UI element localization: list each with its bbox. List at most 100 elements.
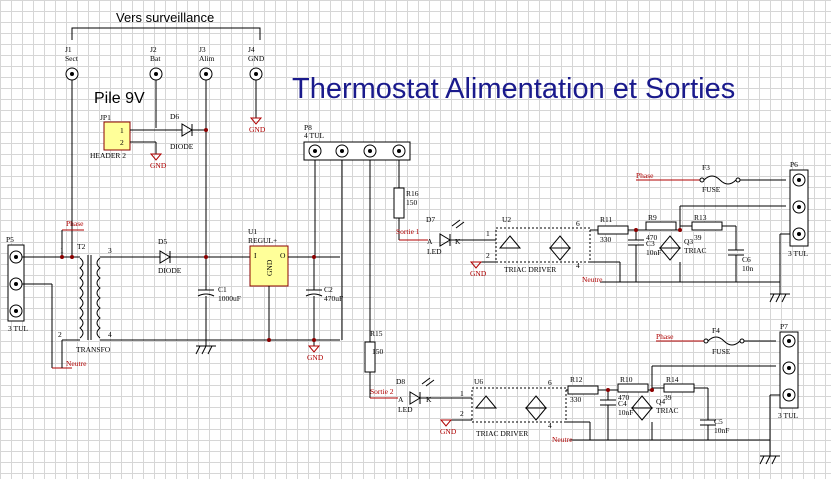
jack-j2[interactable]: J2 Bat — [149, 45, 163, 128]
resistor-r10[interactable]: R10 470 — [617, 375, 649, 402]
jack-j4[interactable]: J4 GND — [248, 45, 265, 118]
ground-p6 — [769, 293, 790, 303]
svg-text:I: I — [254, 251, 257, 260]
svg-text:2: 2 — [58, 330, 62, 339]
svg-text:D7: D7 — [426, 215, 435, 224]
svg-text:10nF: 10nF — [646, 248, 661, 257]
svg-text:TRIAC: TRIAC — [684, 246, 707, 255]
surveillance-bracket — [71, 27, 261, 40]
svg-text:4: 4 — [576, 261, 580, 270]
regulator-u1[interactable]: U1 REGUL+ I O GND — [248, 227, 340, 340]
svg-text:O: O — [280, 251, 286, 260]
svg-text:REGUL+: REGUL+ — [248, 236, 277, 245]
resistor-r16[interactable]: R16 150 — [393, 187, 428, 241]
svg-text:2: 2 — [486, 251, 490, 260]
svg-text:R12: R12 — [570, 375, 583, 384]
svg-text:330: 330 — [570, 395, 582, 404]
svg-text:P6: P6 — [790, 160, 798, 169]
jack-j1[interactable]: J1 Sect — [65, 45, 79, 255]
capacitor-c1[interactable]: C1 1000uF — [197, 257, 241, 346]
capacitor-c5[interactable]: C5 10nF — [700, 417, 729, 440]
svg-text:J2: J2 — [150, 45, 157, 54]
led-d7[interactable]: D7 A K LED — [426, 215, 496, 256]
triac-q4[interactable]: Q4 TRIAC — [630, 366, 679, 440]
resistor-r13[interactable]: R13 39 — [680, 213, 737, 250]
svg-text:LED: LED — [427, 247, 442, 256]
svg-text:A: A — [427, 237, 433, 246]
svg-text:LED: LED — [398, 405, 413, 414]
svg-text:K: K — [455, 237, 461, 246]
net-label-sortie1: Sortie 1 — [396, 227, 420, 236]
connector-p7[interactable]: P7 3 TUL — [769, 322, 799, 456]
svg-text:150: 150 — [372, 347, 384, 356]
diode-d5[interactable]: D5 DIODE — [158, 237, 250, 275]
svg-text:470: 470 — [618, 393, 630, 402]
resistor-r14[interactable]: R14 39 — [652, 375, 709, 420]
svg-text:GND: GND — [265, 259, 274, 276]
svg-text:U2: U2 — [502, 215, 511, 224]
svg-text:Sect: Sect — [65, 54, 79, 63]
capacitor-c6[interactable]: C6 10n — [728, 249, 754, 282]
svg-text:Phase: Phase — [656, 332, 674, 341]
svg-text:3 TUL: 3 TUL — [778, 411, 798, 420]
svg-text:3 TUL: 3 TUL — [8, 324, 28, 333]
gnd-c1 — [195, 345, 216, 355]
svg-text:GND: GND — [150, 161, 167, 170]
svg-text:39: 39 — [664, 393, 672, 402]
led-d8[interactable]: D8 A K LED — [396, 377, 472, 414]
svg-text:FUSE: FUSE — [702, 185, 721, 194]
svg-text:470uF: 470uF — [324, 294, 343, 303]
svg-text:150: 150 — [406, 198, 418, 207]
svg-text:TRANSFO: TRANSFO — [76, 345, 111, 354]
connector-p6[interactable]: P6 3 TUL — [779, 160, 809, 294]
svg-text:1: 1 — [60, 246, 64, 255]
schematic-title: Thermostat Alimentation et Sorties — [292, 73, 735, 105]
jack-j3[interactable]: J3 Alim — [199, 45, 215, 255]
svg-text:GND: GND — [440, 427, 457, 436]
svg-text:3 TUL: 3 TUL — [788, 249, 808, 258]
svg-text:Q4: Q4 — [656, 397, 665, 406]
svg-text:Alim: Alim — [199, 54, 215, 63]
connector-p5[interactable]: P5 3 TUL — [6, 235, 28, 333]
gnd-j4: GND — [249, 117, 266, 134]
svg-text:R16: R16 — [406, 189, 419, 198]
svg-text:R11: R11 — [600, 215, 612, 224]
svg-text:U1: U1 — [248, 227, 257, 236]
net-label-sortie2: Sortie 2 — [370, 387, 394, 396]
gnd-u2: GND — [469, 261, 487, 278]
svg-text:3: 3 — [108, 246, 112, 255]
header-jp1[interactable]: JP1 1 2 HEADER 2 — [90, 113, 182, 160]
svg-text:C2: C2 — [324, 285, 333, 294]
svg-text:F4: F4 — [712, 326, 720, 335]
fuse-f3[interactable]: Phase F3 FUSE — [636, 163, 786, 194]
net-label-phase: Phase — [66, 219, 84, 228]
resistor-r9[interactable]: R9 470 — [645, 213, 677, 242]
svg-text:R13: R13 — [694, 213, 707, 222]
triac-driver-u2[interactable]: U2 1 2 6 4 TRIAC DRIVER — [476, 215, 620, 274]
svg-text:1: 1 — [460, 389, 464, 398]
svg-text:GND: GND — [249, 125, 266, 134]
svg-text:330: 330 — [600, 235, 612, 244]
connector-p8[interactable]: P8 4 TUL — [303, 123, 411, 340]
diode-d6[interactable]: D6 DIODE — [170, 112, 206, 151]
transformer-t2[interactable]: T2 TRANSFO 1 2 3 4 — [58, 242, 340, 368]
capacitor-c2[interactable]: C2 470uF — [305, 257, 343, 346]
svg-text:J1: J1 — [65, 45, 72, 54]
triac-q3[interactable]: Q3 TRIAC — [658, 206, 707, 282]
net-label-neutre-2: Neutre — [552, 435, 573, 444]
svg-text:R9: R9 — [648, 213, 657, 222]
svg-text:TRIAC DRIVER: TRIAC DRIVER — [476, 429, 528, 438]
capacitor-c3[interactable]: C3 10nF — [628, 230, 661, 282]
svg-text:C3: C3 — [646, 239, 655, 248]
svg-text:TRIAC DRIVER: TRIAC DRIVER — [504, 265, 556, 274]
svg-text:6: 6 — [576, 219, 580, 228]
resistor-r15[interactable]: R15 150 — [364, 329, 398, 399]
svg-text:C1: C1 — [218, 285, 227, 294]
fuse-f4[interactable]: Phase F4 FUSE — [656, 326, 776, 356]
capacitor-c4[interactable]: C4 10nF — [600, 390, 633, 440]
svg-text:R14: R14 — [666, 375, 679, 384]
gnd-jp1: GND — [149, 153, 167, 170]
svg-text:C4: C4 — [618, 399, 627, 408]
pile-label: Pile 9V — [94, 90, 145, 107]
